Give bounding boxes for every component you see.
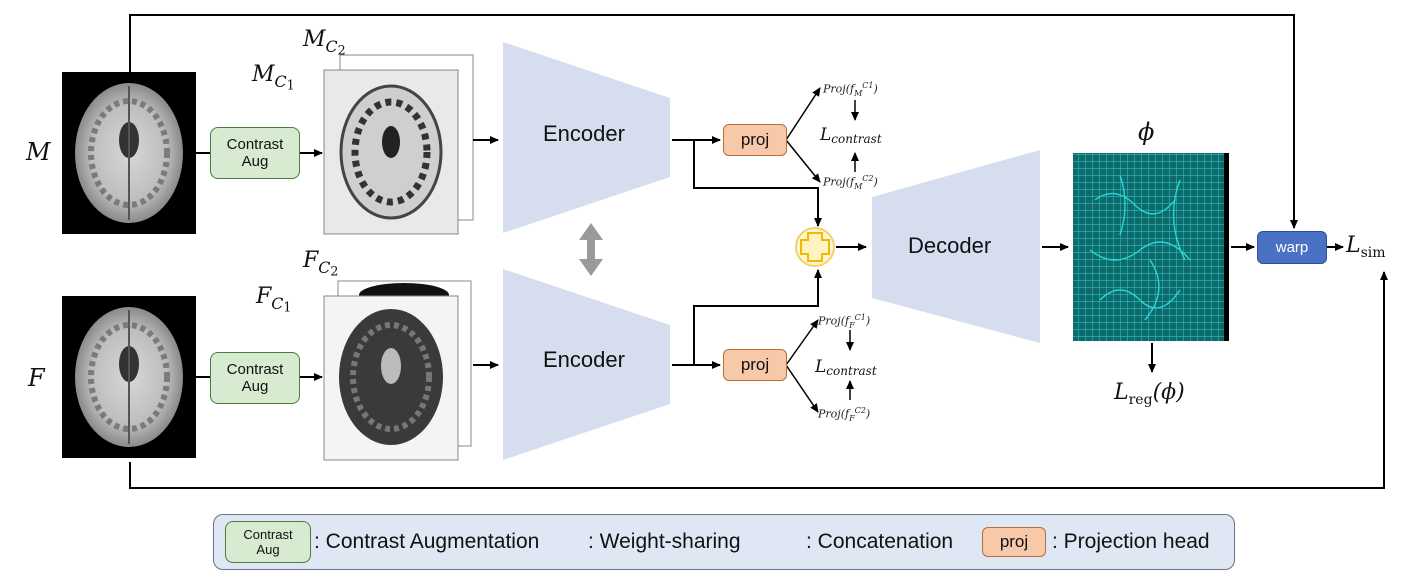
contrast-aug-label-line2: Aug <box>241 378 269 395</box>
contrast-aug-box-fixed: Contrast Aug <box>210 352 300 404</box>
fixed-c1-label: FC1 <box>256 284 292 315</box>
encoder-bottom <box>503 269 670 460</box>
warp-block: warp <box>1257 231 1327 264</box>
similarity-loss-label: Lsim <box>1346 233 1386 261</box>
fixed-image <box>62 296 196 458</box>
legend-concatenation-text: : Concatenation <box>806 530 954 553</box>
fixed-c2-label: FC2 <box>303 248 339 279</box>
contrast-aug-label-line2: Aug <box>241 153 269 170</box>
legend-projection-head-text: : Projection head <box>1052 530 1210 553</box>
decoder-label: Decoder <box>908 233 992 258</box>
legend-contrast-augmentation-text: : Contrast Augmentation <box>314 530 540 553</box>
contrast-aug-box-moving: Contrast Aug <box>210 127 300 179</box>
moving-augmented-c1 <box>323 69 459 235</box>
fixed-image-label: F <box>28 364 45 392</box>
skip-connection-moving <box>129 14 1298 229</box>
fixed-augmented-c1 <box>323 295 459 461</box>
regularization-loss-label: Lreg(ϕ) <box>1114 380 1185 408</box>
moving-c1-label: MC1 <box>252 62 295 93</box>
proj-moving-c2-label: Proj(fMC2) <box>823 174 878 191</box>
legend-box: Contrast Aug : Contrast Augmentation : W… <box>213 514 1235 570</box>
encoder-top-label: Encoder <box>543 121 625 146</box>
contrast-loss-top: Lcontrast <box>820 125 882 146</box>
proj-moving-c1-label: Proj(fMC1) <box>823 81 878 98</box>
legend-weight-sharing-text: : Weight-sharing <box>588 530 741 553</box>
moving-image <box>62 72 196 234</box>
legend-contrast-aug-icon: Contrast Aug <box>225 521 311 563</box>
moving-image-label: M <box>26 138 51 166</box>
proj-fixed-c2-label: Proj(fFC2) <box>818 406 871 423</box>
skip-connection-fixed <box>129 271 1388 489</box>
contrast-loss-bottom: Lcontrast <box>815 357 877 378</box>
encoder-bottom-label: Encoder <box>543 347 625 372</box>
encoder-top <box>503 42 670 233</box>
deformation-field-label: ϕ <box>1138 118 1155 146</box>
legend-proj-icon: proj <box>982 527 1046 557</box>
contrast-aug-label-line1: Contrast <box>226 361 284 378</box>
weight-sharing-arrow <box>579 223 603 276</box>
projection-head-bottom: proj <box>723 349 787 381</box>
moving-c2-label: MC2 <box>303 27 346 58</box>
proj-fixed-c1-label: Proj(fFC1) <box>818 313 871 330</box>
concatenation-icon <box>795 227 835 267</box>
decoder <box>872 150 1040 343</box>
projection-head-top: proj <box>723 124 787 156</box>
contrast-aug-label-line1: Contrast <box>226 136 284 153</box>
deformation-field <box>1073 153 1229 341</box>
